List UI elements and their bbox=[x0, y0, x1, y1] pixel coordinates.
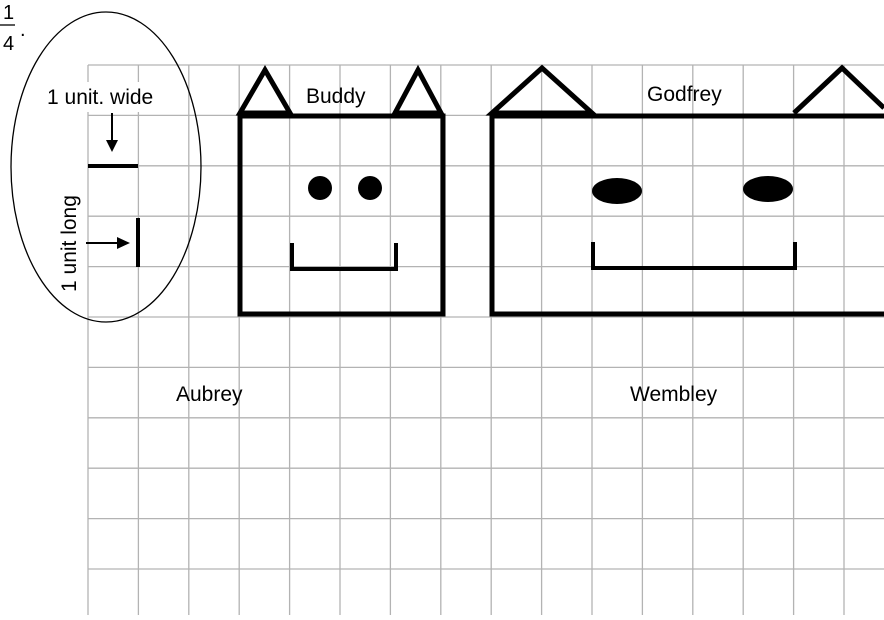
fraction-denominator: 4 bbox=[3, 33, 14, 55]
right-arrow-icon bbox=[117, 237, 130, 249]
down-arrow-icon bbox=[106, 140, 118, 152]
godfrey-mouth bbox=[593, 242, 795, 268]
wembley-label: Wembley bbox=[630, 383, 718, 406]
buddy-left-ear bbox=[240, 70, 290, 113]
grid-lines bbox=[88, 65, 884, 615]
buddy-right-eye bbox=[358, 176, 382, 200]
fraction: 1 4 . bbox=[0, 2, 26, 55]
aubrey-label: Aubrey bbox=[176, 383, 243, 406]
buddy-name-label: Buddy bbox=[306, 85, 366, 108]
fraction-numerator: 1 bbox=[3, 2, 14, 24]
godfrey-left-eye bbox=[592, 178, 642, 204]
fraction-period: . bbox=[20, 19, 26, 41]
godfrey-right-eye bbox=[743, 176, 793, 202]
godfrey-name-label: Godfrey bbox=[647, 83, 722, 106]
godfrey-right-ear bbox=[794, 68, 884, 113]
buddy-right-ear bbox=[395, 70, 441, 113]
buddy-head bbox=[240, 116, 443, 314]
unit-legend: 1 unit. wide 1 unit long bbox=[11, 12, 201, 322]
buddy-left-eye bbox=[308, 176, 332, 200]
unit-long-label: 1 unit long bbox=[58, 195, 81, 292]
unit-wide-label: 1 unit. wide bbox=[47, 86, 153, 109]
buddy-mouth bbox=[292, 243, 396, 269]
godfrey-head bbox=[492, 116, 884, 314]
